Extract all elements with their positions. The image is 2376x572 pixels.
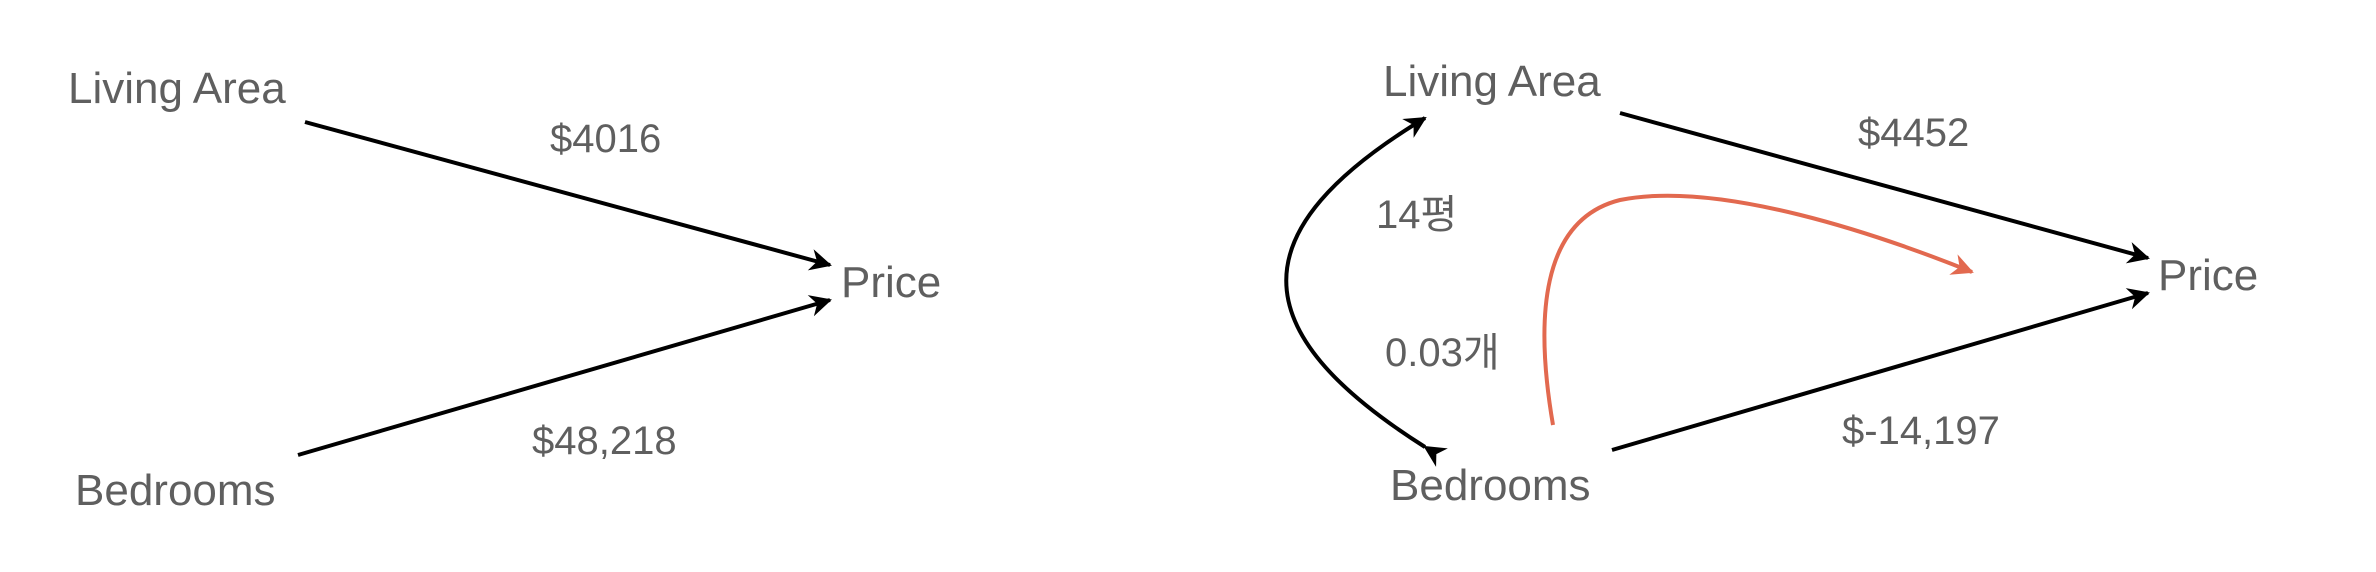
node-price: Price	[841, 258, 941, 307]
node-bedrooms: Bedrooms	[75, 466, 276, 515]
node-price: Price	[2158, 251, 2258, 300]
node-living-area: Living Area	[1383, 57, 1601, 106]
edge-label-bedrooms-to-price: $-14,197	[1842, 409, 2000, 453]
node-bedrooms: Bedrooms	[1390, 461, 1591, 510]
edge-bedrooms-to-price	[1611, 288, 2150, 452]
edge-label-bedrooms-to-living: 14평	[1376, 193, 1457, 237]
diagram-right: Living Area Bedrooms Price $4452 $-14,19…	[1284, 57, 2258, 510]
edge-living-to-price	[1619, 111, 2150, 264]
edge-label-living-to-price: $4452	[1858, 111, 1969, 155]
diagram-left: Living Area Bedrooms Price $4016 $48,218	[68, 64, 941, 515]
edge-label-living-to-bedrooms: 0.03개	[1385, 331, 1500, 375]
edge-bedrooms-living-bidirectional	[1284, 116, 1448, 467]
indirect-path-arrow	[1542, 193, 1974, 426]
edge-bedrooms-to-price	[297, 295, 832, 457]
edge-label-bedrooms-to-price: $48,218	[532, 419, 677, 463]
node-living-area: Living Area	[68, 64, 286, 113]
edge-living-to-price	[304, 120, 832, 271]
edge-label-living-to-price: $4016	[550, 117, 661, 161]
